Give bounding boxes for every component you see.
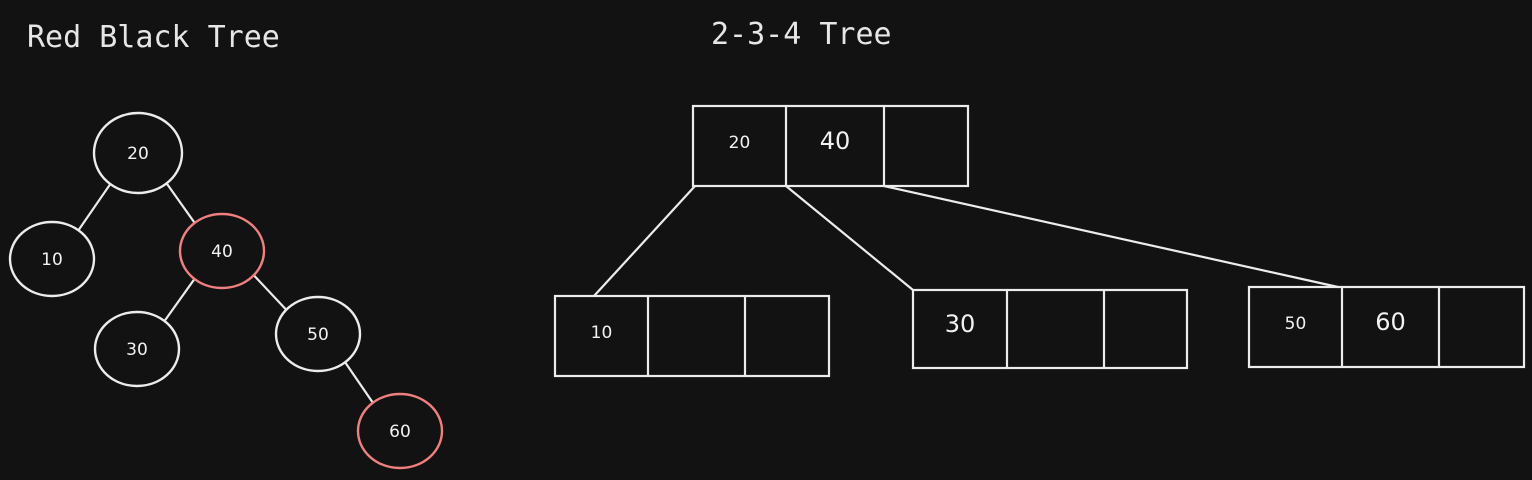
key-label: 30 bbox=[945, 310, 976, 338]
rb-node-50: 50 bbox=[274, 295, 362, 373]
tree-234-child-node-3: 50 60 bbox=[1247, 285, 1526, 369]
rb-node-20: 20 bbox=[92, 111, 184, 195]
rb-node-label: 30 bbox=[126, 340, 148, 360]
tree-234-child-node-1-frame bbox=[553, 294, 831, 378]
tree-234-child-node-3-key-slot-1: 50 bbox=[1285, 314, 1307, 334]
rb-edge-n40-n30 bbox=[163, 277, 196, 323]
rb-tree-title: Red Black Tree bbox=[27, 20, 280, 55]
key-label: 50 bbox=[1285, 314, 1307, 334]
tree-234-title: 2-3-4 Tree bbox=[711, 17, 892, 52]
rb-node-label: 60 bbox=[389, 422, 411, 442]
rb-node-label: 10 bbox=[41, 250, 63, 270]
rb-tree-edges bbox=[77, 182, 374, 404]
rb-node-label: 50 bbox=[307, 325, 329, 345]
key-label: 60 bbox=[1375, 308, 1406, 336]
rb-edge-n40-n50 bbox=[252, 274, 288, 311]
key-label: 40 bbox=[820, 127, 851, 155]
tree-234-child-node-1-key-slot-1: 10 bbox=[591, 323, 613, 343]
tree-234-child-node-2: 30 bbox=[911, 288, 1189, 370]
key-label: 10 bbox=[591, 323, 613, 343]
rb-node-label: 40 bbox=[211, 242, 233, 262]
tree-234-child-node-2-frame bbox=[911, 288, 1189, 370]
rb-node-40: 40 bbox=[178, 212, 266, 290]
rb-edge-n20-n40 bbox=[165, 182, 196, 225]
rb-node-circle bbox=[356, 392, 444, 470]
tree-234-edge-root-c1 bbox=[592, 184, 697, 298]
tree-234-root-node-key-slot-2: 40 bbox=[820, 127, 851, 155]
rb-node-circle bbox=[274, 295, 362, 373]
rb-node-circle bbox=[178, 212, 266, 290]
tree-234-child-node-2-key-slot-1: 30 bbox=[945, 310, 976, 338]
red-black-tree: 20 10 40 30 50 60 bbox=[8, 111, 444, 470]
rb-tree-nodes: 20 10 40 30 50 60 bbox=[8, 111, 444, 470]
rb-node-10: 10 bbox=[8, 220, 96, 298]
tree-234-edges bbox=[592, 184, 1340, 298]
rb-node-30: 30 bbox=[93, 310, 181, 388]
tree-234-root-node-key-slot-1: 20 bbox=[729, 133, 751, 153]
rb-node-circle bbox=[93, 310, 181, 388]
tree-234-child-node-1: 10 bbox=[553, 294, 831, 378]
key-label: 20 bbox=[729, 133, 751, 153]
tree-234-root-node-frame bbox=[691, 104, 970, 188]
tree-234-child-node-3-key-slot-2: 60 bbox=[1375, 308, 1406, 336]
rb-node-label: 20 bbox=[127, 144, 149, 164]
tree-234-edge-root-c3 bbox=[882, 184, 1340, 289]
rb-edge-n50-n60 bbox=[344, 361, 374, 404]
rb-node-circle bbox=[8, 220, 96, 298]
tree-234-child-node-3-frame bbox=[1247, 285, 1526, 369]
rb-edge-n20-n10 bbox=[77, 182, 112, 232]
rb-node-circle bbox=[92, 111, 184, 195]
rb-node-60: 60 bbox=[356, 392, 444, 470]
tree-234-edge-root-c2 bbox=[784, 184, 915, 292]
